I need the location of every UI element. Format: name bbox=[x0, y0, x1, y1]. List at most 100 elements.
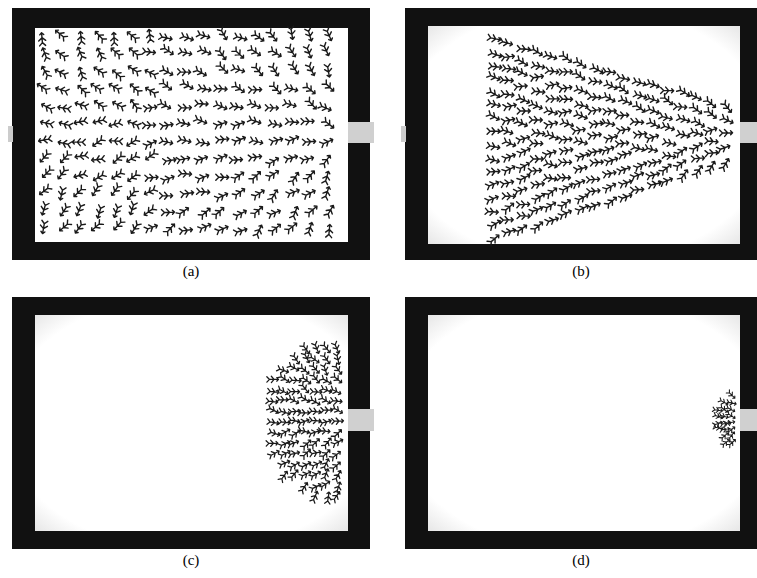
pedestrian-glyph bbox=[214, 85, 227, 93]
pedestrian-glyph bbox=[514, 82, 528, 90]
pedestrian-glyph bbox=[602, 92, 617, 104]
pedestrian-glyph bbox=[543, 51, 558, 62]
pedestrian-glyph bbox=[319, 394, 332, 406]
pedestrian-glyph bbox=[285, 44, 298, 59]
pedestrian-glyph bbox=[587, 200, 602, 211]
panel-label-box: (d) bbox=[551, 551, 611, 569]
pedestrian-glyph bbox=[126, 170, 141, 183]
pedestrian-glyph bbox=[268, 222, 282, 236]
pedestrian-glyph bbox=[502, 163, 517, 175]
pedestrian-glyph bbox=[109, 183, 122, 198]
pedestrian-glyph bbox=[38, 32, 46, 46]
pedestrian-glyph bbox=[648, 158, 662, 167]
room-a bbox=[8, 8, 374, 260]
pedestrian-glyph bbox=[487, 34, 501, 43]
pedestrian-glyph bbox=[573, 57, 588, 70]
pedestrian-glyph bbox=[128, 82, 142, 96]
pedestrian-glyph bbox=[647, 118, 662, 130]
pedestrian-glyph bbox=[500, 216, 513, 224]
pedestrian-glyph bbox=[320, 363, 330, 376]
pedestrian-glyph bbox=[646, 105, 661, 116]
pedestrian-glyph bbox=[719, 129, 732, 136]
pedestrian-glyph bbox=[615, 139, 629, 147]
pedestrian-glyph bbox=[502, 151, 517, 162]
pedestrian-glyph bbox=[704, 107, 718, 121]
pedestrian-glyph bbox=[305, 97, 319, 111]
pedestrian-glyph bbox=[267, 207, 282, 218]
pedestrian-glyph bbox=[268, 63, 281, 78]
pedestrian-glyph bbox=[74, 152, 88, 161]
pedestrian-glyph bbox=[196, 138, 210, 147]
pedestrian-glyph bbox=[267, 388, 279, 395]
pedestrian-glyph bbox=[107, 81, 122, 93]
pedestrian-glyph bbox=[529, 100, 544, 112]
pedestrian-glyph bbox=[677, 168, 690, 183]
pedestrian-glyph bbox=[588, 77, 602, 86]
pedestrian-glyph bbox=[325, 224, 333, 238]
pedestrian-glyph bbox=[331, 373, 344, 385]
pedestrian-glyph bbox=[546, 95, 559, 102]
pedestrian-glyph bbox=[266, 168, 281, 181]
pedestrian-glyph bbox=[39, 220, 48, 234]
pedestrian-glyph bbox=[691, 154, 704, 162]
pedestrian-glyph bbox=[544, 119, 558, 129]
pedestrian-glyph bbox=[310, 388, 322, 395]
pedestrian-glyph bbox=[89, 81, 104, 94]
pedestrian-glyph bbox=[92, 171, 107, 184]
pedestrian-glyph bbox=[310, 490, 321, 503]
pedestrian-glyph bbox=[633, 160, 648, 172]
pedestrian-glyph bbox=[230, 102, 244, 111]
pedestrian-glyph bbox=[38, 150, 52, 164]
pedestrian-glyph bbox=[159, 79, 174, 93]
room-c bbox=[12, 297, 374, 549]
pedestrian-glyph bbox=[559, 51, 574, 65]
pedestrian-glyph bbox=[35, 81, 50, 94]
pedestrian-glyph bbox=[216, 174, 229, 181]
pedestrian-glyph bbox=[286, 187, 301, 198]
panel-label: (d) bbox=[572, 552, 590, 568]
pedestrian-glyph bbox=[674, 145, 689, 158]
pedestrian-glyph bbox=[485, 193, 500, 204]
pedestrian-glyph bbox=[286, 438, 299, 448]
pedestrian-glyph bbox=[529, 116, 542, 123]
pedestrian-glyph bbox=[676, 114, 690, 125]
pedestrian-glyph bbox=[659, 112, 673, 122]
pedestrian-glyph bbox=[688, 91, 703, 103]
pedestrian-glyph bbox=[486, 155, 500, 165]
pedestrian-glyph bbox=[705, 137, 719, 145]
pedestrian-glyph bbox=[324, 204, 337, 219]
pedestrian-glyph bbox=[616, 82, 630, 96]
pedestrian-glyph bbox=[575, 151, 590, 162]
pedestrian-glyph bbox=[305, 62, 317, 77]
pedestrian-glyph bbox=[125, 136, 140, 149]
pedestrian-glyph bbox=[72, 185, 86, 199]
pedestrian-glyph bbox=[645, 132, 660, 143]
pedestrian-glyph bbox=[301, 118, 314, 125]
pedestrian-glyph bbox=[288, 417, 301, 425]
pedestrian-glyph bbox=[144, 149, 159, 162]
pedestrian-glyph bbox=[726, 438, 737, 448]
pedestrian-glyph bbox=[253, 224, 265, 239]
pedestrian-glyph bbox=[486, 142, 500, 151]
pedestrian-glyph bbox=[331, 437, 344, 448]
pedestrian-glyph bbox=[108, 119, 122, 129]
pedestrian-glyph bbox=[163, 156, 177, 165]
pedestrian-glyph bbox=[705, 160, 718, 175]
pedestrian-glyph bbox=[575, 101, 589, 111]
pedestrian-glyph bbox=[39, 65, 52, 80]
pedestrian-glyph bbox=[288, 388, 300, 394]
pedestrian-glyph bbox=[54, 48, 69, 61]
pedestrian-glyph bbox=[588, 106, 602, 115]
pedestrian-glyph bbox=[530, 140, 543, 148]
pedestrian-glyph bbox=[718, 412, 729, 419]
pedestrian-glyph bbox=[178, 48, 192, 58]
pedestrian-glyph bbox=[320, 458, 331, 471]
pedestrian-glyph bbox=[604, 155, 619, 166]
pedestrian-glyph bbox=[198, 84, 212, 93]
pedestrian-glyph bbox=[501, 116, 515, 126]
pedestrian-glyph bbox=[502, 193, 515, 200]
pedestrian-glyph bbox=[531, 62, 545, 71]
pedestrian-glyph bbox=[160, 121, 174, 130]
pedestrian-glyph bbox=[705, 149, 719, 157]
pedestrian-glyph bbox=[145, 174, 159, 182]
